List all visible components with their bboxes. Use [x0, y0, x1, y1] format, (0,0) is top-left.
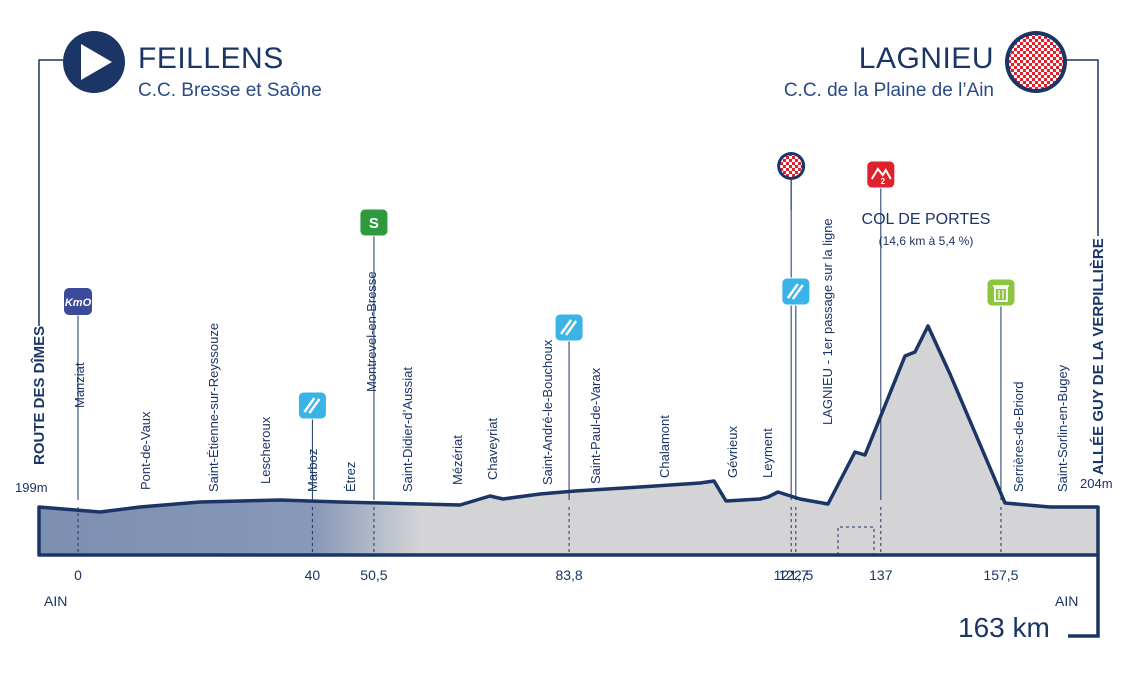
place-label: Étrez	[343, 462, 358, 492]
feed-zone-icon	[554, 313, 584, 342]
start-frame-line	[38, 59, 63, 326]
waste-zone-icon	[986, 278, 1016, 307]
feed-bracket	[837, 526, 875, 555]
place-label: Mézériat	[450, 435, 465, 485]
place-label: Lescheroux	[258, 416, 273, 484]
km0-icon: KmO	[63, 287, 93, 316]
finish-altitude: 204m	[1080, 476, 1113, 491]
place-label: Marboz	[305, 449, 320, 492]
finish-city: LAGNIEU	[858, 42, 994, 75]
start-city: FEILLENS	[138, 42, 284, 75]
km-label: 50,5	[360, 567, 387, 583]
sprint-icon: S	[359, 208, 389, 237]
place-label: Chaveyriat	[485, 417, 500, 480]
place-label: LAGNIEU - 1er passage sur la ligne	[820, 218, 835, 425]
place-label: Pont-de-Vaux	[138, 411, 153, 490]
km-label: 137	[869, 567, 893, 583]
start-department: AIN	[44, 593, 67, 609]
finish-flag-icon	[1005, 31, 1067, 93]
feed-zone-icon	[781, 277, 811, 306]
km-label: 122,5	[778, 567, 813, 583]
feed-zone-icon	[297, 391, 327, 420]
profile-area	[39, 326, 1098, 555]
place-label: Saint-André-le-Bouchoux	[540, 339, 555, 485]
start-arrow-icon	[63, 31, 125, 93]
place-label: Manziat	[72, 362, 87, 408]
km-label: 157,5	[983, 567, 1018, 583]
total-distance: 163 km	[958, 612, 1050, 643]
finish-line-icon	[777, 152, 806, 210]
km-label: 40	[305, 567, 321, 583]
place-label: Chalamont	[657, 415, 672, 478]
start-altitude: 199m	[15, 480, 48, 495]
svg-text:2: 2	[881, 177, 886, 186]
svg-text:S: S	[369, 215, 379, 232]
finish-tail-line	[1068, 555, 1100, 638]
km-label: 121,7	[774, 567, 809, 583]
climb-name: COL DE PORTES	[862, 211, 991, 228]
climb-details: (14,6 km à 5,4 %)	[879, 234, 974, 248]
place-label: Gévrieux	[725, 425, 740, 478]
place-label: Serrières-de-Briord	[1011, 381, 1026, 492]
svg-text:KmO: KmO	[65, 297, 92, 309]
place-label: Montrevel-en-Bresse	[364, 271, 379, 392]
place-label: Saint-Sorlin-en-Bugey	[1055, 364, 1070, 492]
place-label: Saint-Étienne-sur-Reyssouze	[206, 323, 221, 492]
place-label: Saint-Paul-de-Varax	[588, 367, 603, 484]
climb-cat2-icon: 2	[866, 160, 896, 189]
km-label: 0	[74, 567, 82, 583]
start-community: C.C. Bresse et Saône	[138, 80, 322, 101]
place-label: Leyment	[760, 428, 775, 478]
finish-department: AIN	[1055, 593, 1078, 609]
finish-road-label: ALLÉE GUY DE LA VERPILLIÈRE	[1090, 238, 1107, 475]
km-label: 83,8	[555, 567, 582, 583]
profile-outline	[37, 324, 1100, 557]
start-road-label: ROUTE DES DÎMES	[30, 326, 48, 465]
place-label: Saint-Didier-d’Aussiat	[400, 367, 415, 492]
finish-community: C.C. de la Plaine de l’Ain	[783, 80, 994, 101]
